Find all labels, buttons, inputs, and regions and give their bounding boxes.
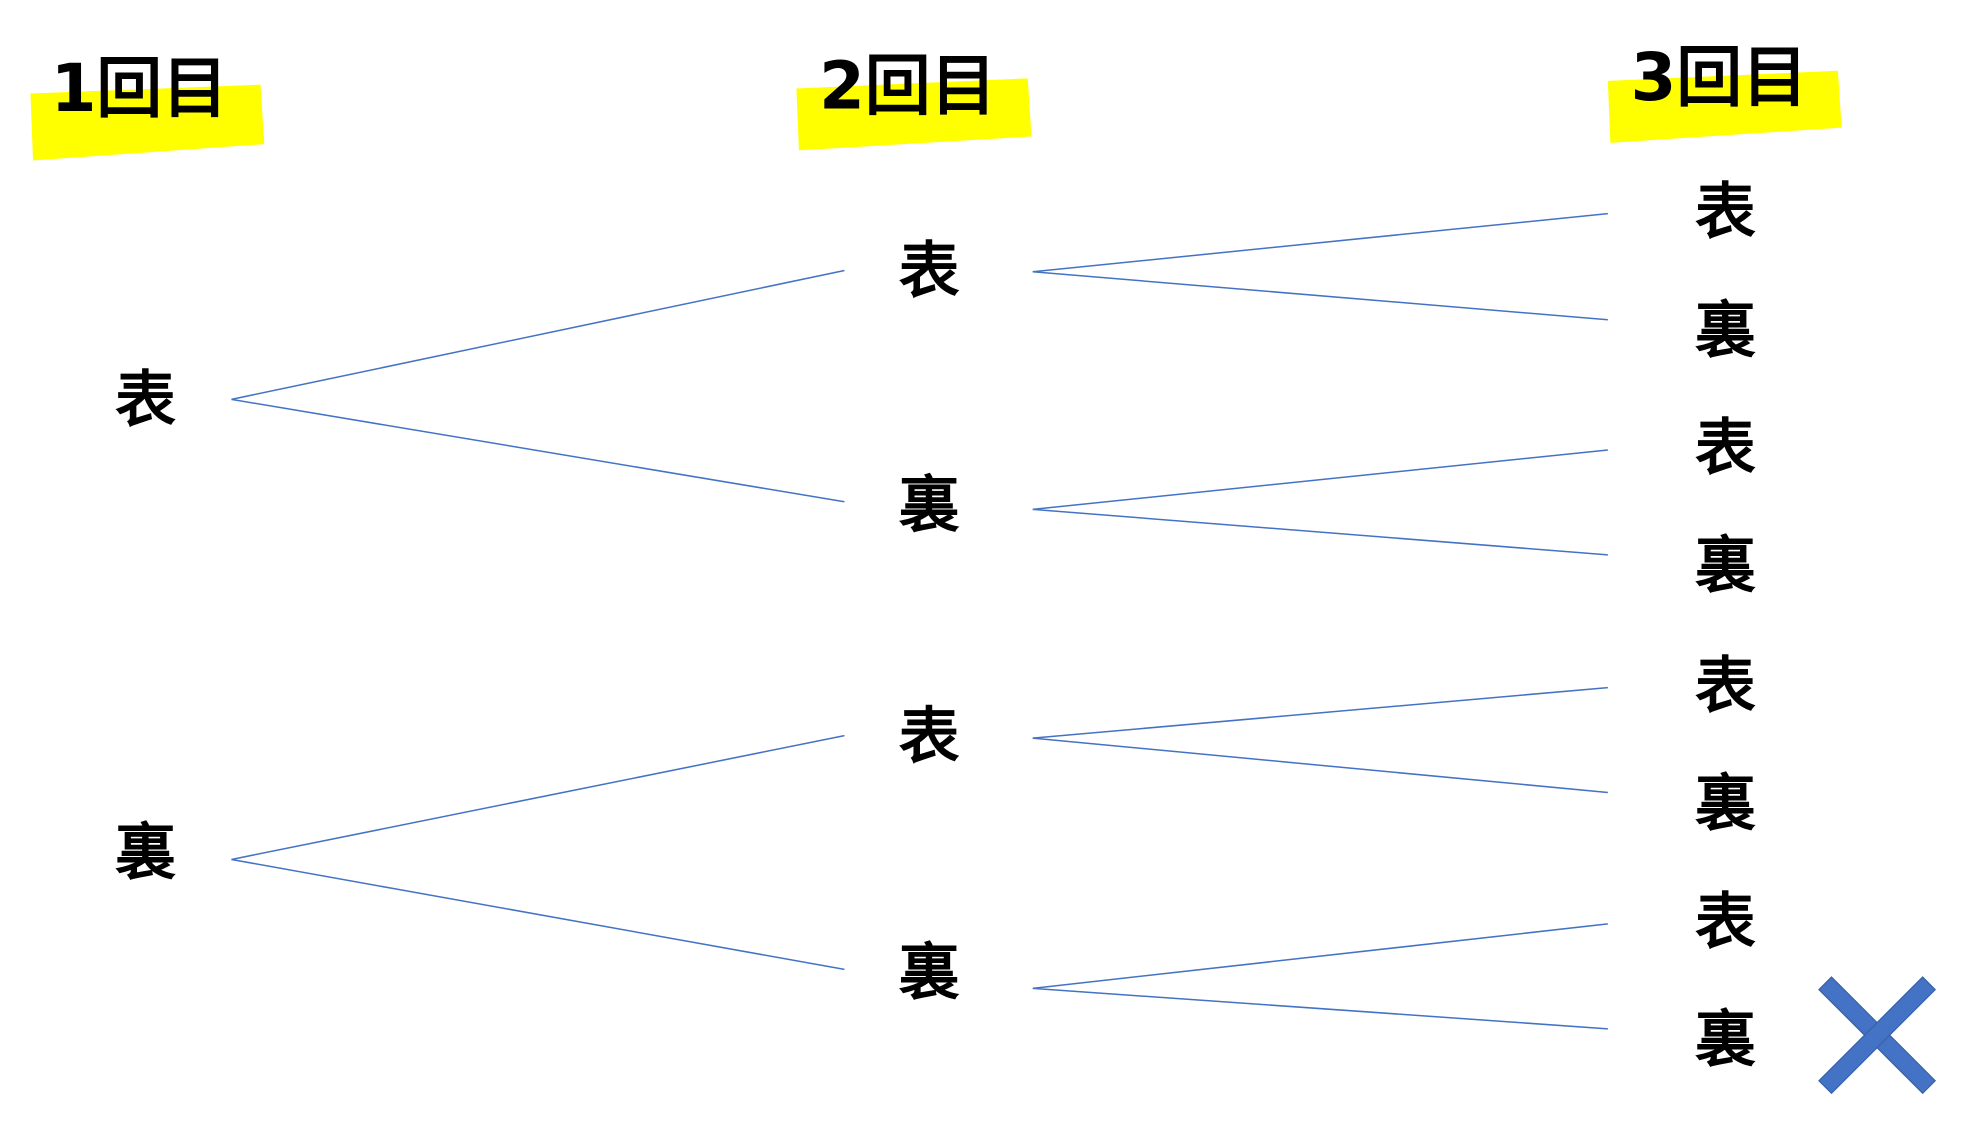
node-round3-0: 表 [1695,177,1756,247]
header-highlights [30,70,1842,161]
node-round1-0: 表 [115,366,176,436]
edge-r2-r3 [1032,449,1608,511]
node-round3-7: 裏 [1695,1005,1756,1075]
header-highlight-1 [30,84,265,161]
header-highlight-3 [1607,70,1842,143]
node-round2-3: 裏 [899,938,960,1008]
node-round3-3: 裏 [1695,531,1756,601]
header-highlight-2 [796,78,1032,151]
edge-r1-r2 [231,858,845,971]
edge-r1-r2 [231,398,845,503]
edge-r1-r2 [231,734,845,861]
edge-r2-r3 [1032,686,1608,739]
header-round-3: 3回目 [1631,40,1808,116]
edge-r2-r3 [1032,987,1608,1030]
edge-r2-r3 [1032,923,1608,990]
edge-r1-r2 [231,269,845,401]
edge-r2-r3 [1032,737,1608,794]
edge-r2-r3 [1032,212,1608,273]
edge-r2-r3 [1032,508,1608,556]
tree-edges [231,212,1608,1030]
edge-r2-r3 [1032,270,1608,321]
node-round2-0: 表 [899,237,960,307]
node-round3-2: 表 [1695,414,1756,484]
cross-mark-icon [1818,976,1937,1095]
node-round1-1: 裏 [115,818,176,888]
node-round2-2: 表 [899,702,960,772]
node-round3-6: 表 [1695,888,1756,958]
header-round-1: 1回目 [51,51,228,127]
node-round3-4: 表 [1695,651,1756,721]
header-round-2: 2回目 [819,49,996,125]
node-round2-1: 裏 [899,471,960,541]
node-round3-5: 裏 [1695,769,1756,839]
node-round3-1: 裏 [1695,296,1756,366]
